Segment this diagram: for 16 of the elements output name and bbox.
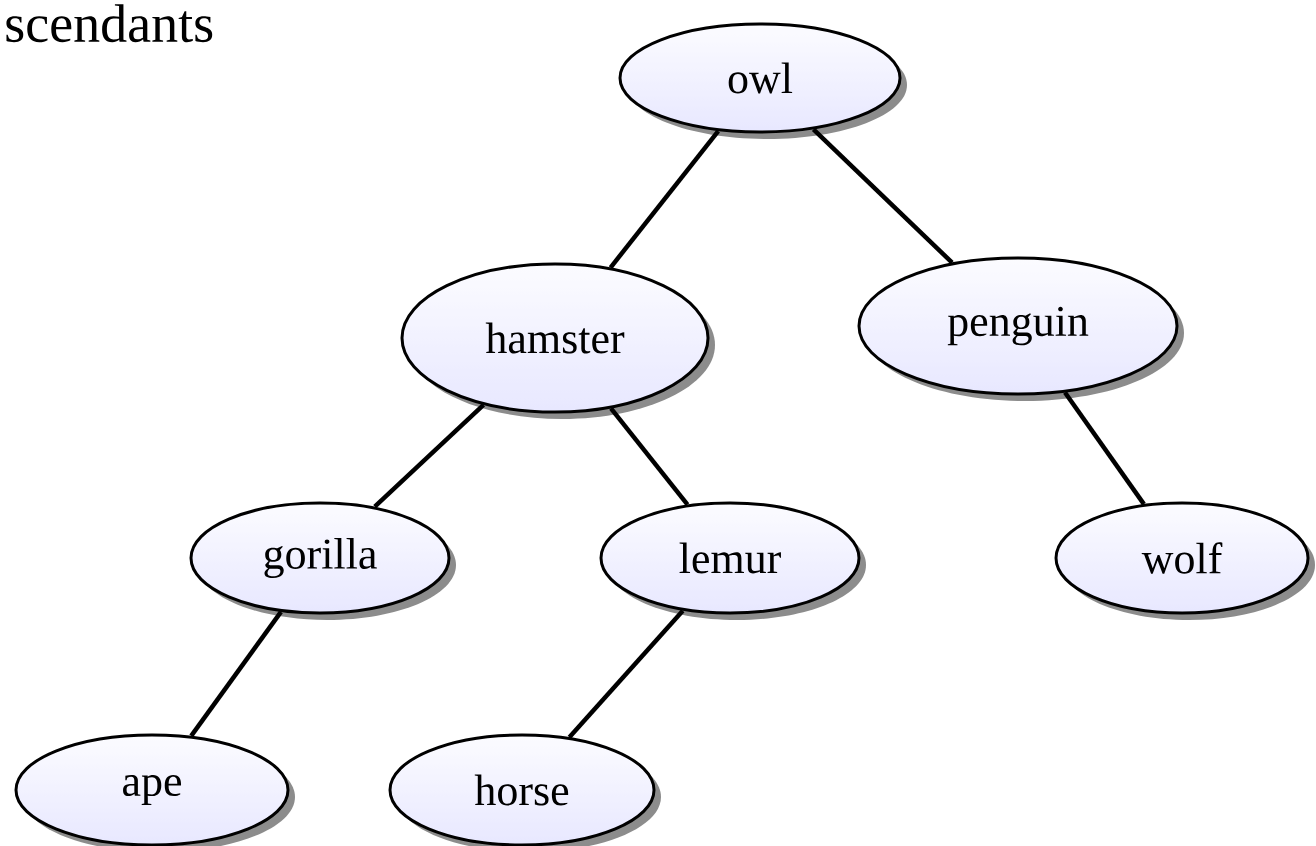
- ellipse-node: gorilla: [189, 501, 456, 620]
- connector-line: [811, 127, 954, 265]
- ellipse-node: penguin: [857, 256, 1184, 401]
- connector-line: [608, 129, 720, 269]
- connector-line: [1063, 391, 1146, 506]
- connector-line: [189, 610, 283, 738]
- ellipse-node: wolf: [1054, 501, 1315, 620]
- ellipse-node: lemur: [599, 501, 866, 620]
- connector-line: [373, 403, 486, 509]
- connector-line: [567, 609, 685, 739]
- ellipse-node: hamster: [400, 262, 715, 419]
- ellipse-node: horse: [388, 733, 661, 846]
- ellipse-node: ape: [14, 733, 295, 846]
- ellipse-node: owl: [618, 22, 907, 139]
- connector-line: [609, 406, 690, 506]
- title: scendants: [6, 4, 213, 43]
